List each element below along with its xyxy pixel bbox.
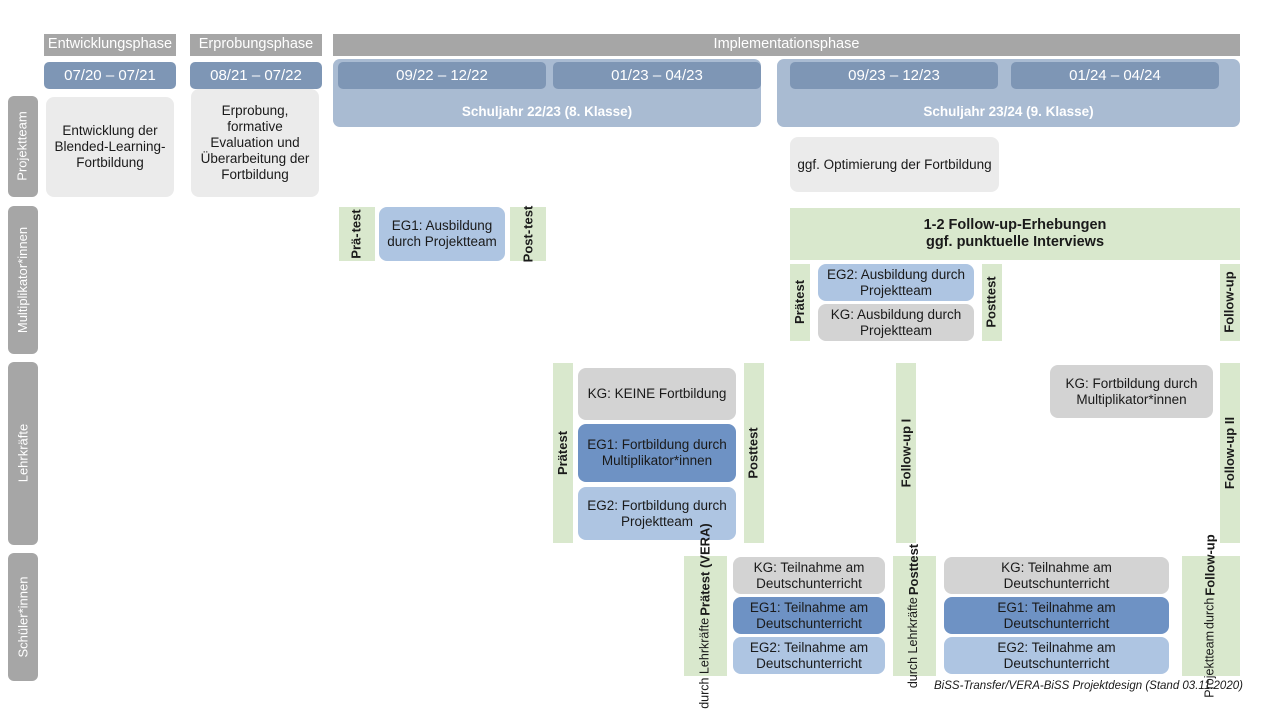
praetest-vera-column-schueler: Prätest (VERA) durch Lehrkräfte [684,523,727,709]
card-kg-keine-fortbildung: KG: KEINE Fortbildung [578,368,736,420]
followup-band-line1: 1-2 Follow-up-Erhebungen [923,216,1107,233]
footnote-projektdesign: BiSS-Transfer/VERA-BiSS Projektdesign (S… [934,680,1243,692]
phase-bar-label: Entwicklungsphase [47,36,173,53]
period-chip-0922-1222: 09/22 – 12/22 [338,62,546,89]
card-eg2-teilnahme-deutschunterricht-1: EG2: Teilnahme am Deutschunterricht [733,637,885,674]
followup-2-column-lehrkraefte: Follow-up II [1220,363,1240,543]
period-chip-0821-0722: 08/21 – 07/22 [190,62,322,89]
period-label: 08/21 – 07/22 [210,66,302,84]
card-text: KG: Fortbildung durch Multiplikator*inne… [1065,375,1198,407]
praetest-label: Prä- test [348,209,364,259]
posttest-label: Post- test [519,205,535,263]
card-text: EG2: Teilnahme am Deutschunterricht [997,639,1116,671]
period-label: 07/20 – 07/21 [64,66,156,84]
followup-label: Follow-up II [1221,416,1237,490]
card-eg1-ausbildung-projektteam: EG1: Ausbildung durch Projektteam [379,207,505,261]
phase-bar-erprobungsphase: Erprobungsphase [190,34,322,56]
card-eg2-ausbildung-projektteam: EG2: Ausbildung durch Projektteam [818,264,974,301]
school-year-label: Schuljahr 23/24 (9. Klasse) [923,104,1094,120]
row-label-text: Lehrkräfte [14,424,30,483]
card-kg-fortbildung-multiplikatoren: KG: Fortbildung durch Multiplikator*inne… [1050,365,1213,418]
card-kg-teilnahme-deutschunterricht-1: KG: Teilnahme am Deutschunterricht [733,557,885,594]
praetest-label: Prätest [791,280,807,325]
card-entwicklung-fortbildung: Entwicklung der Blended-Learning-Fortbil… [46,97,174,197]
praetest-vera-label: Prätest (VERA) durch Lehrkräfte [697,523,713,709]
posttest-label: Posttest [983,276,999,329]
card-text: Entwicklung der Blended-Learning-Fortbil… [54,123,166,170]
row-label-schuelerinnen: Schüler*innen [8,553,38,681]
period-label: 01/24 – 04/24 [1069,66,1161,84]
period-chip-0720-0721: 07/20 – 07/21 [44,62,176,89]
phase-bar-entwicklungsphase: Entwicklungsphase [44,34,176,56]
followup-label: Follow-up durch Projektteam [1202,534,1218,698]
card-text: KG: KEINE Fortbildung [587,386,727,402]
row-label-lehrkraefte: Lehrkräfte [8,362,38,545]
card-text: KG: Teilnahme am Deutschunterricht [1001,559,1112,591]
period-label: 09/22 – 12/22 [396,66,488,84]
row-label-projektteam: Projektteam [8,96,38,197]
row-label-text: Schüler*innen [14,576,30,658]
praetest-column-multiplikatoren-2: Prätest [790,264,810,341]
row-label-text: Multiplikator*innen [14,226,30,334]
card-erprobung-evaluation: Erprobung, formative Evaluation und Über… [191,89,319,197]
praetest-label: Prätest [554,430,570,476]
card-optimierung-fortbildung: ggf. Optimierung der Fortbildung [790,137,999,192]
praetest-column-multiplikatoren-1: Prä- test [339,207,375,261]
period-chip-0923-1223: 09/23 – 12/23 [790,62,998,89]
followup-1-column-lehrkraefte: Follow-up I [896,363,916,543]
card-text: EG1: Fortbildung durch Multiplikator*inn… [587,437,727,468]
card-text: EG2: Teilnahme am Deutschunterricht [749,639,869,671]
posttest-column-lehrkraefte: Posttest [744,363,764,543]
card-eg2-teilnahme-deutschunterricht-2: EG2: Teilnahme am Deutschunterricht [944,637,1169,674]
posttest-column-multiplikatoren-1: Post- test [510,205,546,263]
praetest-column-lehrkraefte: Prätest [553,363,573,543]
card-text: EG2: Fortbildung durch Projektteam [587,497,727,529]
card-text: EG1: Teilnahme am Deutschunterricht [749,599,869,631]
followup-column-multiplikatoren: Follow-up [1220,264,1240,341]
phase-bar-label: Erprobungsphase [198,36,314,53]
card-kg-ausbildung-projektteam: KG: Ausbildung durch Projektteam [818,304,974,341]
followup-label: Follow-up [1221,271,1237,334]
row-label-text: Projektteam [14,111,30,182]
card-text: KG: Ausbildung durch Projektteam [830,306,962,338]
posttest-column-schueler: Posttest durch Lehrkräfte [893,544,936,688]
phase-bar-implementationsphase: Implementationsphase [333,34,1240,56]
card-eg2-fortbildung-projektteam: EG2: Fortbildung durch Projektteam [578,487,736,540]
posttest-label: Posttest [745,427,761,479]
card-kg-teilnahme-deutschunterricht-2: KG: Teilnahme am Deutschunterricht [944,557,1169,594]
card-eg1-teilnahme-deutschunterricht-1: EG1: Teilnahme am Deutschunterricht [733,597,885,634]
posttest-label: Posttest durch Lehrkräfte [906,543,922,689]
followup-erhebungen-band: 1-2 Follow-up-Erhebungen ggf. punktuelle… [790,208,1240,260]
card-eg1-fortbildung-multiplikatoren: EG1: Fortbildung durch Multiplikator*inn… [578,424,736,482]
period-chip-0124-0424: 01/24 – 04/24 [1011,62,1219,89]
card-eg1-teilnahme-deutschunterricht-2: EG1: Teilnahme am Deutschunterricht [944,597,1169,634]
row-label-multiplikatorinnen: Multiplikator*innen [8,206,38,354]
card-text: EG1: Teilnahme am Deutschunterricht [997,599,1116,631]
card-text: KG: Teilnahme am Deutschunterricht [753,559,865,591]
period-label: 09/23 – 12/23 [848,66,940,84]
phase-bar-label: Implementationsphase [713,36,860,53]
card-text: EG1: Ausbildung durch Projektteam [387,218,497,249]
footnote-text: BiSS-Transfer/VERA-BiSS Projektdesign (S… [934,680,1243,692]
card-text: EG2: Ausbildung durch Projektteam [826,266,966,298]
followup-label: Follow-up I [897,418,913,488]
followup-column-schueler: Follow-up durch Projektteam [1182,534,1240,698]
school-year-label: Schuljahr 22/23 (8. Klasse) [461,104,633,120]
card-text: ggf. Optimierung der Fortbildung [797,156,992,172]
period-label: 01/23 – 04/23 [611,66,703,84]
card-text: Erprobung, formative Evaluation und Über… [200,103,310,182]
followup-band-line2: ggf. punktuelle Interviews [925,234,1105,250]
period-chip-0123-0423: 01/23 – 04/23 [553,62,761,89]
posttest-column-multiplikatoren-2: Posttest [982,264,1002,341]
